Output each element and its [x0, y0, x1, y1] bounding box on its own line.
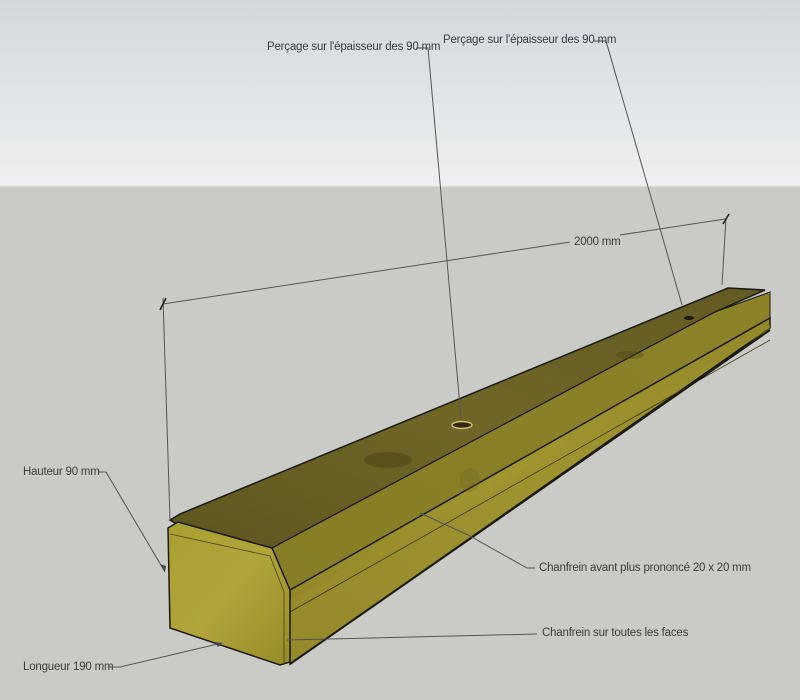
- length-dimension-label: 2000 mm: [574, 236, 621, 248]
- front-chamfer-label: Chanfrein avant plus prononcé 20 x 20 mm: [539, 562, 751, 574]
- drill-hole-2-label: Perçage sur l'épaisseur des 90 mm: [443, 34, 617, 46]
- beam-side-lower-band: [290, 300, 770, 665]
- leader-lines: [98, 40, 683, 668]
- length-dimension-line: [159, 213, 730, 521]
- drill-hole-1-label: Perçage sur l'épaisseur des 90 mm: [267, 41, 441, 53]
- drill-hole-1: [451, 420, 473, 430]
- height-label: Hauteur 90 mm: [23, 466, 100, 478]
- sky: [0, 0, 800, 186]
- width-label: Longueur 190 mm: [23, 661, 114, 673]
- all-faces-chamfer-label: Chanfrein sur toutes les faces: [542, 627, 689, 639]
- drill-hole-2: [684, 316, 694, 320]
